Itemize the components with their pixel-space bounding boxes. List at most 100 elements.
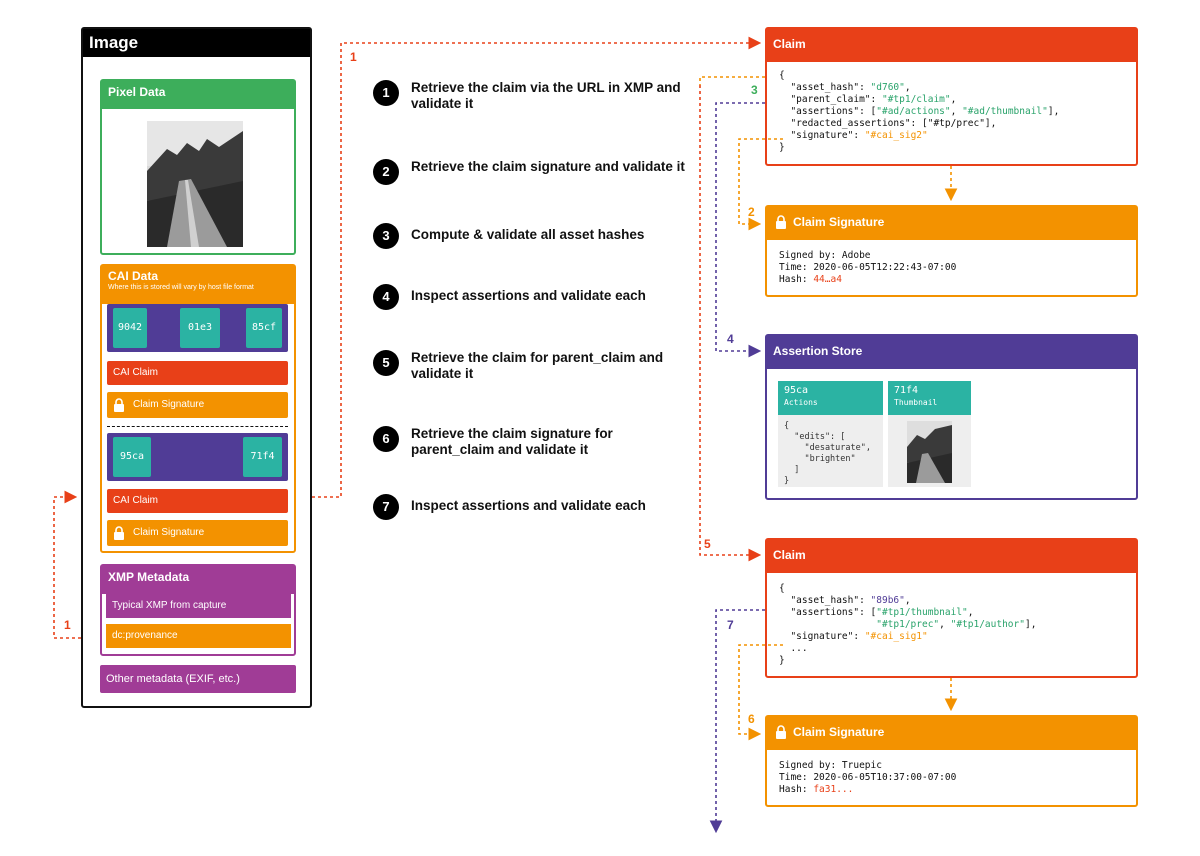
connector-label-1: 1 [350,50,357,64]
hash-bar-1: 9042 01e3 85cf [107,304,288,352]
step-text: Retrieve the claim signature for parent_… [411,426,613,457]
step-number: 5 [373,350,399,376]
code-key: "parent_claim": [790,94,882,105]
code-value: "#ad/thumbnail" [962,106,1048,117]
tile-label: Thumbnail [894,398,938,407]
tile-hash: 71f4 [894,385,919,396]
connector-2 [738,138,783,231]
xmp-metadata-section: XMP Metadata Typical XMP from capture dc… [100,564,296,656]
connector-label-6: 6 [748,712,755,726]
road-photo [147,121,243,247]
cai-data-section: CAI Data Where this is stored will vary … [100,264,296,553]
connector-label-7: 7 [727,618,734,632]
signed-by: Signed by: Adobe [779,250,871,261]
actions-assertion-tile: 95ca Actions { "edits": [ "desaturate", … [778,381,883,487]
step-text: Retrieve the claim for parent_claim and … [411,350,664,381]
step-number: 3 [373,223,399,249]
claim-signature-card-1: Claim Signature Signed by: Adobe Time: 2… [765,205,1138,297]
connector-label-3: 3 [751,83,758,97]
tile-label: Actions [784,398,818,407]
tile-hash: 95ca [784,385,809,396]
claim-signature-bar: Claim Signature [107,392,288,418]
code-value: "#cai_sig2" [864,130,928,141]
hash-label: Hash: [779,274,814,285]
divider [107,426,288,427]
actions-code: { "edits": [ "desaturate", "brighten" ] … [784,421,871,486]
signature-time: Time: 2020-06-05T12:22:43-07:00 [779,262,957,273]
claim-code: { "asset_hash": "d760", "parent_claim": … [779,70,1060,153]
step-text: Retrieve the claim via the URL in XMP an… [411,80,681,111]
claim-signature-label: Claim Signature [133,399,205,410]
lock-icon [776,215,786,229]
step-text: Inspect assertions and validate each [411,498,646,513]
xmp-metadata-title: XMP Metadata [102,566,294,594]
code-value: "#tp1/claim" [881,94,951,105]
code-key: "assertions": [ [790,607,877,618]
code-value: "#tp1/prec" [876,619,940,630]
code-key: "redacted_assertions": ["#tp/prec"], [790,118,997,129]
code-key: "asset_hash": [790,82,871,93]
claim-card-2: Claim { "asset_hash": "89b6", "assertion… [765,538,1138,678]
cai-data-header: CAI Data Where this is stored will vary … [102,266,294,304]
claim-title: Claim [767,29,1136,62]
assertion-store-card: Assertion Store 95ca Actions { "edits": … [765,334,1138,500]
code-key: "signature": [790,631,865,642]
hash-chip: 9042 [113,308,147,348]
image-panel-title: Image [83,29,310,57]
step-number: 7 [373,494,399,520]
code-key: "assertions": [ [790,106,877,117]
code-value: "89b6" [870,595,905,606]
signature-details: Signed by: Adobe Time: 2020-06-05T12:22:… [767,240,1136,296]
connector-label-5: 5 [704,537,711,551]
cai-claim-bar: CAI Claim [107,489,288,513]
connector-6 [738,644,783,741]
tile-header: 95ca Actions [778,381,883,415]
step-number: 6 [373,426,399,452]
code-key: "signature": [790,130,865,141]
claim-card-1: Claim { "asset_hash": "d760", "parent_cl… [765,27,1138,166]
pixel-data-title: Pixel Data [102,81,294,109]
code-key: "asset_hash": [790,595,871,606]
lock-icon [114,526,124,540]
pixel-data-section: Pixel Data [100,79,296,255]
image-panel: Image Pixel Data CAI Data Where this is … [81,27,312,708]
claim-signature-card-2: Claim Signature Signed by: Truepic Time:… [765,715,1138,807]
code-brace: { [779,70,785,81]
thumbnail-photo [907,421,952,483]
other-metadata-bar: Other metadata (EXIF, etc.) [100,665,296,693]
xmp-item: Typical XMP from capture [106,594,291,618]
code-value: "#ad/actions" [876,106,951,117]
connector-1-left [53,490,81,639]
hash-label: Hash: [779,784,814,795]
connector-5 [699,85,762,562]
tile-header: 71f4 Thumbnail [888,381,971,415]
cai-claim-bar: CAI Claim [107,361,288,385]
signature-header: Claim Signature [767,717,1136,750]
xmp-item-provenance: dc:provenance [106,624,291,648]
step-text: Retrieve the claim signature and validat… [411,159,685,174]
connector-label-4: 4 [727,332,734,346]
hash-chip: 95ca [113,437,151,477]
step-number: 4 [373,284,399,310]
code-value: "#tp1/author" [950,619,1025,630]
signed-by: Signed by: Truepic [779,760,882,771]
hash-chip: 71f4 [243,437,282,477]
step-number: 1 [373,80,399,106]
hash-value: 44…a4 [813,274,842,285]
claim-title: Claim [767,540,1136,573]
code-brace: } [779,655,785,666]
code-value: "#tp1/thumbnail" [876,607,968,618]
code-value: "#cai_sig1" [864,631,928,642]
connector-4 [715,102,765,358]
connector-1-top [312,36,762,498]
signature-details: Signed by: Truepic Time: 2020-06-05T10:3… [767,750,1136,806]
code-ellipsis: ... [790,643,808,654]
assertion-store-title: Assertion Store [767,336,1136,369]
code-brace: { [779,583,785,594]
cai-data-title: CAI Data [108,269,159,283]
code-value: "d760" [870,82,905,93]
hash-chip: 01e3 [180,308,220,348]
claim-signature-bar: Claim Signature [107,520,288,546]
claim-code: { "asset_hash": "89b6", "assertions": ["… [779,583,1037,666]
